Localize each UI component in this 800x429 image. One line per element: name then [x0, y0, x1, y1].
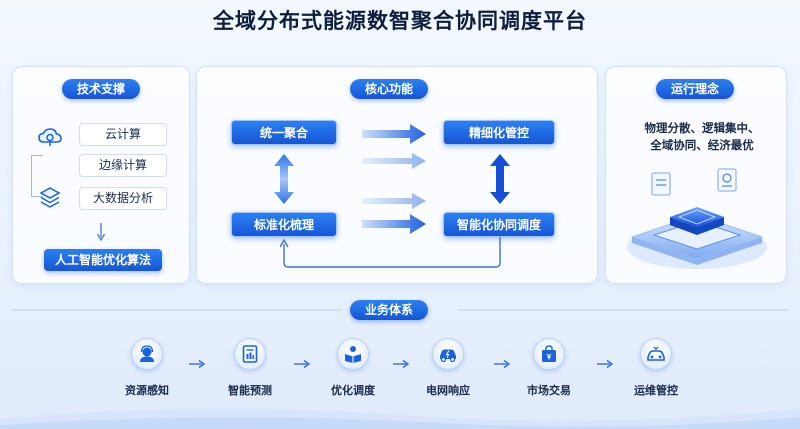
biz-item-om-control: 运维管控 — [616, 338, 696, 398]
section-divider-line — [12, 309, 788, 311]
flow-arrow-icon — [494, 359, 511, 369]
func-fine-control: 精细化管控 — [443, 120, 555, 145]
decorative-wave — [0, 408, 800, 429]
biz-label: 优化调度 — [331, 384, 375, 397]
flow-arrow-icon — [597, 359, 614, 369]
chip-platform-icon — [627, 168, 767, 269]
down-arrow-icon — [96, 223, 106, 242]
right-arrow-icon — [362, 193, 426, 209]
tech-item-cloud: 云计算 — [79, 123, 167, 146]
user-headset-icon — [140, 345, 154, 362]
biz-label: 市场交易 — [527, 384, 571, 397]
biz-icon-circle — [640, 338, 672, 370]
biz-item-resource-sensing: 资源感知 — [107, 338, 187, 398]
biz-label: 运维管控 — [634, 384, 678, 397]
func-smart-dispatch: 智能化协同调度 — [443, 212, 555, 237]
biz-label: 电网响应 — [426, 384, 470, 397]
biz-label: 资源感知 — [125, 384, 169, 397]
flow-arrow-icon — [189, 359, 206, 369]
flow-arrow-icon — [294, 359, 311, 369]
person-book-icon — [345, 346, 361, 363]
document-chart-icon — [242, 345, 258, 363]
right-arrow-icon — [362, 214, 426, 234]
biz-item-optimized-dispatch: 优化调度 — [313, 338, 393, 398]
philosophy-line-1: 物理分散、逻辑集中、 — [644, 121, 760, 135]
biz-item-grid-response: 电网响应 — [408, 338, 488, 398]
flow-arrow-icon — [393, 359, 410, 369]
biz-item-market-trading: 市场交易 — [509, 338, 589, 398]
data-stack-icon — [39, 187, 61, 208]
tech-algorithm-badge: 人工智能优化算法 — [44, 249, 162, 271]
tech-support-heading: 技术支撑 — [62, 79, 140, 99]
electric-car-icon — [440, 349, 456, 363]
biz-icon-circle — [131, 338, 163, 370]
tech-item-edge: 边缘计算 — [79, 154, 167, 177]
philosophy-line-2: 全域协同、经济最优 — [650, 138, 754, 152]
biz-item-smart-forecast: 智能预测 — [210, 338, 290, 398]
biz-icon-circle — [533, 338, 565, 370]
page-title: 全域分布式能源数智聚合协同调度平台 — [213, 9, 587, 33]
shopping-bag-icon — [542, 345, 556, 362]
biz-icon-circle — [234, 338, 266, 370]
car-service-icon — [647, 346, 665, 361]
vertical-double-arrow-icon — [274, 154, 294, 204]
cloud-icon — [38, 128, 62, 146]
core-functions-panel — [196, 66, 598, 284]
right-arrow-icon — [362, 153, 426, 169]
philosophy-heading: 运行理念 — [656, 79, 734, 99]
right-arrow-icon — [362, 124, 426, 144]
feedback-loop-line — [280, 237, 501, 268]
func-standardized: 标准化梳理 — [231, 212, 337, 237]
tech-item-bigdata: 大数据分析 — [79, 187, 167, 210]
biz-icon-circle — [432, 338, 464, 370]
biz-label: 智能预测 — [228, 384, 272, 397]
core-functions-heading: 核心功能 — [350, 79, 428, 99]
philosophy-text: 物理分散、逻辑集中、 全域协同、经济最优 — [610, 120, 794, 154]
vertical-double-arrow-icon — [490, 154, 510, 204]
biz-icon-circle — [337, 338, 369, 370]
func-unified-aggregation: 统一聚合 — [231, 120, 337, 145]
tech-bracket — [31, 155, 43, 197]
business-system-heading: 业务体系 — [350, 300, 428, 320]
